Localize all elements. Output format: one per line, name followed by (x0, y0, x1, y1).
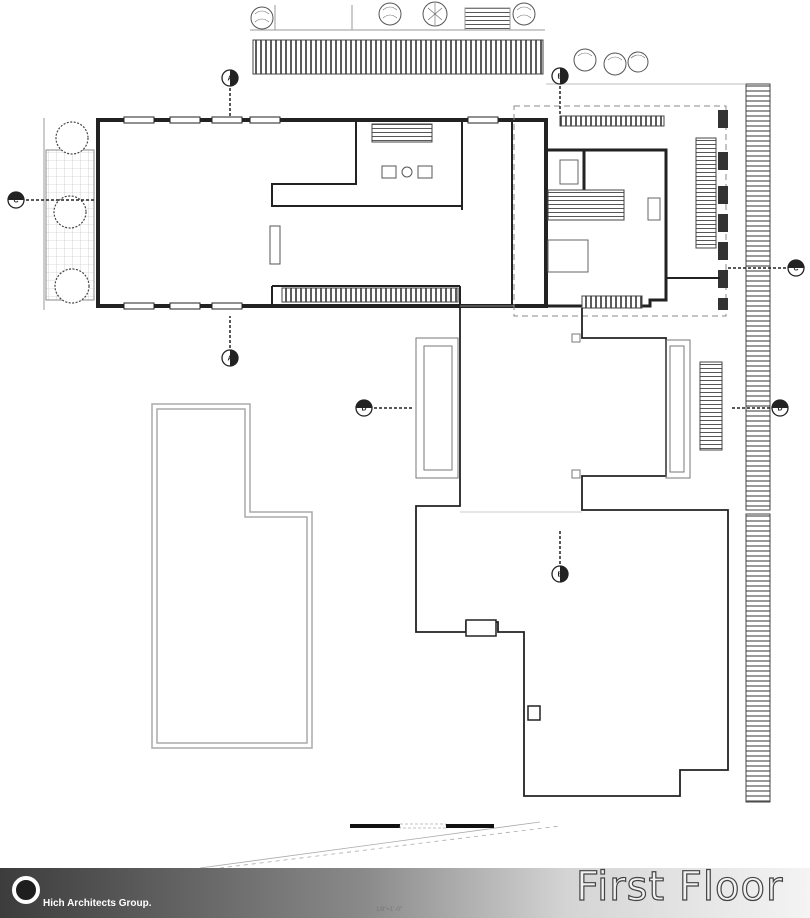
section-marker-a-top: A (221, 69, 239, 118)
title-block: Hich Architects Group. 1/8"=1'-0" First … (0, 863, 810, 918)
top-fence (252, 39, 544, 75)
section-marker-d-left: D (355, 399, 414, 417)
section-letter: B (557, 74, 562, 81)
right-fence-lower (745, 513, 771, 803)
section-marker-b-top: B (551, 67, 569, 116)
right-fence-upper (745, 83, 771, 511)
trees-left (53, 121, 90, 304)
section-arrow-icon (560, 68, 568, 84)
section-arrow-icon (788, 260, 804, 268)
right-wing (546, 148, 668, 308)
section-marker-c-left: C (7, 191, 96, 209)
firm-logo-icon (12, 876, 40, 904)
scale-bar (350, 823, 494, 829)
section-arrow-icon (356, 400, 372, 408)
firm-name: Hich Architects Group. (43, 898, 152, 909)
section-letter: D (777, 406, 782, 413)
main-building (96, 118, 548, 308)
section-letter: C (793, 266, 798, 273)
section-arrow-icon (560, 566, 568, 582)
section-arrow-icon (230, 350, 238, 366)
section-arrow-icon (772, 400, 788, 408)
section-marker-c-right: C (726, 259, 805, 277)
section-letter: D (361, 406, 366, 413)
section-letter: A (227, 356, 232, 363)
roof-outline (415, 306, 729, 797)
sheet-title: First Floor (575, 863, 784, 910)
section-letter: B (557, 572, 562, 579)
section-marker-b-mid: B (551, 530, 569, 583)
section-marker-a-bottom: A (221, 316, 239, 367)
scale-label: 1/8"=1'-0" (376, 907, 402, 913)
section-letter: C (13, 198, 18, 205)
section-letter: A (227, 76, 232, 83)
pool-outline (151, 403, 313, 749)
section-arrow-icon (8, 192, 24, 200)
section-arrow-icon (230, 70, 238, 86)
section-marker-d-right: D (730, 399, 789, 417)
